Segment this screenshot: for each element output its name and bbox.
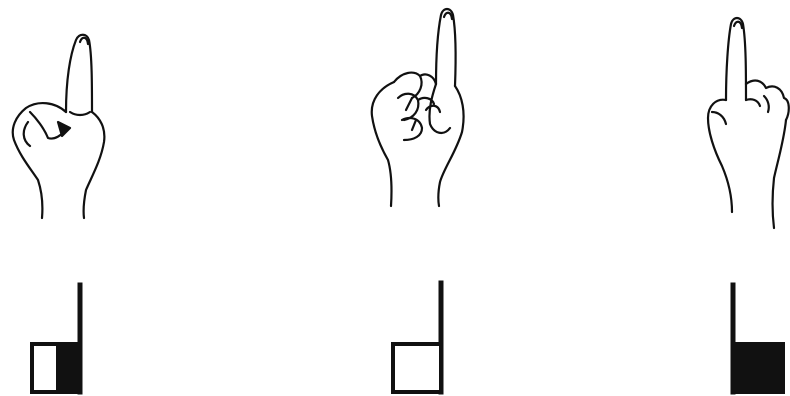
stem-box-right-half-filled-icon [32, 285, 80, 392]
box-fill [733, 344, 783, 392]
stem-box-empty-icon [393, 283, 441, 392]
box-fill [56, 344, 80, 392]
index-finger-up-thumb-bent-icon [13, 35, 105, 218]
stem-box-full-filled-icon [733, 285, 783, 392]
index-finger-up-fist-icon [372, 9, 464, 206]
index-finger-up-open-palm-icon [708, 18, 789, 228]
